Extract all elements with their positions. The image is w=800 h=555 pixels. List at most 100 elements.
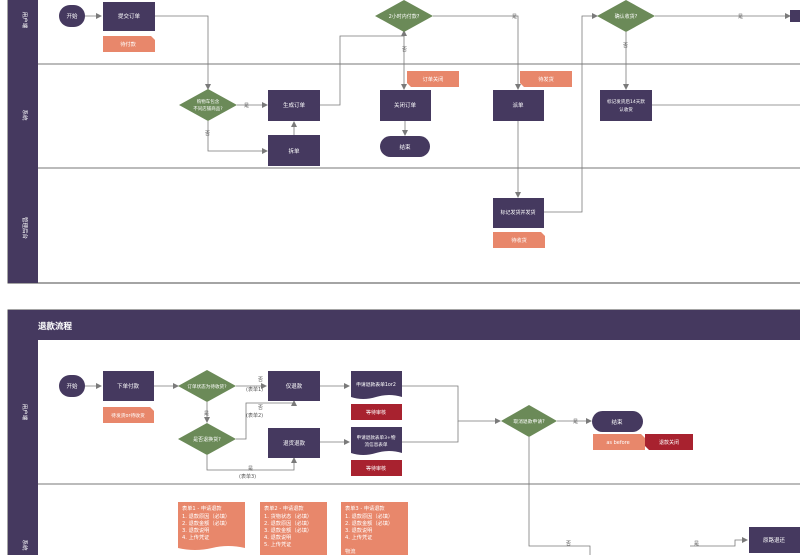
decision-cancel-label: 取消退款申请? bbox=[513, 418, 545, 425]
refund-end-label: 结束 bbox=[611, 418, 623, 426]
form-note-2-line: 4. 退款说明 bbox=[264, 533, 291, 541]
refund-lane-bar bbox=[8, 340, 38, 555]
form-note-2-line: 5. 上传凭证 bbox=[264, 540, 291, 548]
auto-confirm-line1: 标记发货后14天默 bbox=[607, 98, 645, 105]
form-note-1-line: 1. 退款原因（必填） bbox=[182, 512, 230, 520]
tag-refund-closed bbox=[645, 434, 693, 450]
tag-refund-closed-label: 退款关闭 bbox=[659, 439, 679, 446]
wait-review-1-label: 等待审核 bbox=[366, 409, 386, 416]
refund-swimlane: 退款流程 用户端 系统 bbox=[7, 309, 800, 555]
form-note-3-title: 表单3 - 申请退款 bbox=[345, 504, 385, 512]
tag-pending-ship bbox=[520, 71, 572, 87]
auto-confirm-line2: 认收货 bbox=[619, 106, 633, 113]
tag-order-closed bbox=[407, 71, 459, 87]
wait-review-2 bbox=[351, 460, 402, 476]
refund-start-node bbox=[59, 375, 85, 397]
tag-as-before-label: as before bbox=[606, 440, 629, 446]
split-order-label: 拆单 bbox=[288, 147, 300, 155]
top-connectors bbox=[83, 13, 800, 213]
edge-label-no: 否 bbox=[566, 541, 571, 547]
decision-status bbox=[178, 370, 236, 402]
tag-status-label: 待发货or待收货 bbox=[111, 412, 145, 419]
edge-label-no: 否 bbox=[623, 43, 628, 49]
decision-status-label: 订单状态为待收货? bbox=[187, 383, 227, 390]
refund-only-label: 仅退款 bbox=[286, 382, 303, 390]
edge-label-yes: 是 bbox=[512, 14, 517, 20]
submit-order-node bbox=[103, 2, 155, 31]
return-goods-node bbox=[749, 527, 800, 553]
top-edge-labels: 是 否 否 是 否 是 bbox=[205, 14, 743, 137]
end-node bbox=[380, 136, 430, 157]
lane-label-system: 系统 bbox=[21, 109, 29, 121]
tag-as-before bbox=[593, 434, 645, 450]
edge-label-yes: 是 bbox=[248, 466, 253, 472]
top-lane-bar bbox=[8, 0, 38, 283]
start-label: 开始 bbox=[66, 12, 78, 20]
decision-2h-label: 2小时内付款? bbox=[389, 13, 420, 20]
end-node-partial bbox=[790, 10, 800, 22]
edge-label-form1: (表单1) bbox=[246, 386, 263, 393]
form-note-1: 表单1 - 申请退款 1. 退款原因（必填） 2. 退款金额（必填） 3. 退款… bbox=[178, 502, 245, 550]
form-note-2-line: 1. 货物状态（必填） bbox=[264, 512, 312, 520]
tag-pending-ship-label: 待发货 bbox=[538, 75, 554, 83]
end-label: 结束 bbox=[399, 143, 411, 151]
place-pay-node bbox=[103, 371, 154, 401]
split-order-node bbox=[268, 135, 320, 166]
form-note-3-line: 1. 退款原因（必填） bbox=[345, 512, 393, 520]
edge-label-yes: 是 bbox=[244, 103, 249, 109]
edge-label-yes: 是 bbox=[694, 541, 699, 547]
mark-shipped-node bbox=[493, 198, 544, 228]
decision-cart bbox=[179, 89, 237, 121]
refund-title: 退款流程 bbox=[38, 321, 73, 332]
form-note-1-line: 2. 退款金额（必填） bbox=[182, 519, 230, 527]
edge-label-no: 否 bbox=[402, 47, 407, 53]
top-nodes: 开始 提交订单 待付款 购物车包含 不同店铺商品? 生成订单 拆单 2小时内付款… bbox=[59, 0, 800, 248]
form-note-3-line: 3. 退款说明 bbox=[345, 526, 372, 534]
tag-status bbox=[103, 407, 154, 423]
wait-review-1 bbox=[351, 404, 402, 420]
apply-form-1-label: 申请退款表单1or2 bbox=[356, 381, 396, 388]
refund-title-bar bbox=[8, 310, 800, 340]
generate-order-label: 生成订单 bbox=[283, 101, 306, 109]
apply-form-1-node bbox=[351, 371, 402, 399]
decision-confirm bbox=[597, 0, 655, 32]
return-refund-node bbox=[268, 428, 320, 458]
refund-end-node bbox=[592, 411, 643, 432]
decision-cancel bbox=[501, 405, 557, 437]
edge-label-yes: 是 bbox=[204, 411, 209, 417]
start-node bbox=[59, 5, 85, 27]
top-swimlane: 用户端 系统 管理后台 bbox=[7, 0, 800, 284]
form-note-2-line: 2. 退款原因（必填） bbox=[264, 519, 312, 527]
refund-lane-system: 系统 bbox=[21, 539, 29, 551]
wait-review-2-label: 等待审核 bbox=[366, 465, 386, 472]
refund-start-label: 开始 bbox=[66, 382, 78, 390]
edge-label-form3: (表单3) bbox=[239, 473, 256, 480]
close-order-node bbox=[380, 90, 431, 121]
refund-edge-labels: 否 (表单1) 是 否 (表单2) 是 (表单3) 是 否 是 bbox=[204, 377, 699, 547]
form-note-3-line: 物流 bbox=[345, 547, 355, 555]
tag-pending-receive bbox=[493, 232, 545, 248]
decision-2h bbox=[375, 0, 433, 32]
form-note-3: 表单3 - 申请退款 1. 退款原因（必填） 2. 退款金额（必填） 3. 退款… bbox=[341, 502, 408, 555]
form-note-2-title: 表单2 - 申请退款 bbox=[264, 504, 304, 512]
edge-label-no: 否 bbox=[258, 405, 263, 411]
tag-pending-pay-label: 待付款 bbox=[120, 40, 136, 48]
apply-form-3-line2: 流信息表单 bbox=[365, 441, 388, 448]
lane-label-admin: 管理后台 bbox=[21, 217, 29, 240]
apply-form-3-node bbox=[351, 427, 402, 455]
edge-label-yes: 是 bbox=[573, 419, 578, 425]
tag-order-closed-label: 订单关闭 bbox=[423, 75, 444, 83]
mark-shipped-label: 标记发货并发货 bbox=[500, 209, 535, 216]
decision-cart-line2: 不同店铺商品? bbox=[193, 105, 223, 112]
form-note-2: 表单2 - 申请退款 1. 货物状态（必填） 2. 退款原因（必填） 3. 退款… bbox=[260, 502, 327, 555]
decision-confirm-label: 确认收货? bbox=[615, 13, 638, 20]
place-pay-label: 下单付款 bbox=[117, 382, 140, 390]
refund-nodes: 开始 下单付款 待发货or待收货 订单状态为待收货? 仅退款 是否退换货? 退货… bbox=[59, 370, 800, 555]
refund-lane-user: 用户端 bbox=[21, 404, 29, 421]
form-note-1-line: 4. 上传凭证 bbox=[182, 533, 209, 541]
close-order-label: 关闭订单 bbox=[394, 101, 417, 109]
decision-return bbox=[178, 423, 236, 455]
edge-label-no: 否 bbox=[205, 131, 210, 137]
decision-return-label: 是否退换货? bbox=[193, 436, 221, 443]
